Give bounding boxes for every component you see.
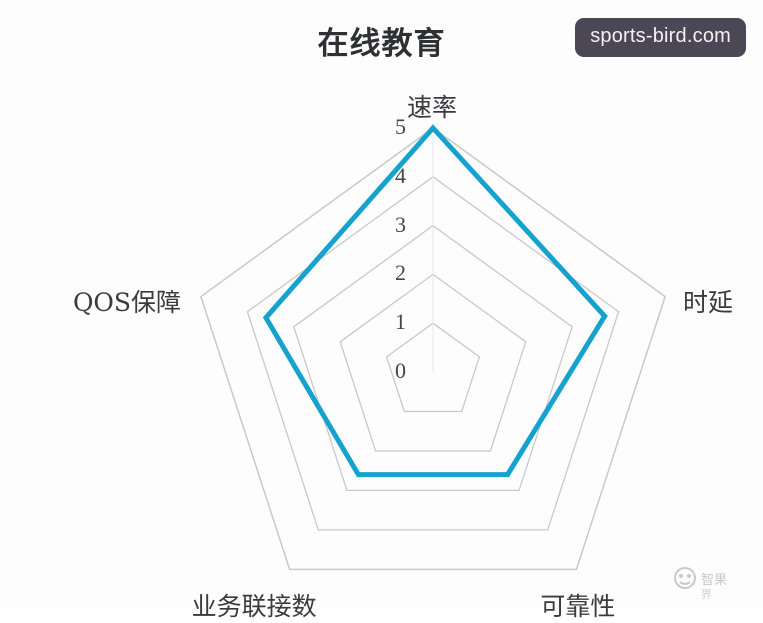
svg-text:智果: 智果 xyxy=(701,573,727,588)
grid-ring-5 xyxy=(200,127,666,571)
radial-tick-2: 2 xyxy=(395,260,406,286)
radial-tick-4: 4 xyxy=(395,162,406,188)
svg-text:界: 界 xyxy=(701,588,712,601)
axis-label-connections: 业务联接数 xyxy=(191,592,317,622)
grid-ring-4 xyxy=(246,175,620,531)
axis-label-reliability: 可靠性 xyxy=(540,592,616,622)
radial-tick-1: 1 xyxy=(395,309,406,335)
radar-plot xyxy=(200,124,666,571)
radial-tick-3: 3 xyxy=(395,211,406,237)
radial-tick-0: 0 xyxy=(395,358,406,383)
grid-ring-1 xyxy=(385,322,481,413)
axis-label-latency: 时延 xyxy=(683,287,734,317)
chart-canvas: 在线教育 sports-bird.com 速率 时延 可靠性 业务联接数 QOS… xyxy=(72,18,746,621)
radar-grid xyxy=(200,127,666,571)
radar-series-polygon xyxy=(262,124,608,478)
axis-label-qos: QOS保障 xyxy=(72,287,182,317)
page-title: 在线教育 xyxy=(317,26,446,62)
radial-tick-5: 5 xyxy=(395,114,406,139)
grid-ring-2 xyxy=(339,273,527,452)
grid-ring-3 xyxy=(293,224,573,492)
watermark-badge: sports-bird.com xyxy=(575,18,746,57)
corner-logo-icon: 智果 界 xyxy=(674,567,727,601)
axis-label-speed: 速率 xyxy=(407,93,458,122)
